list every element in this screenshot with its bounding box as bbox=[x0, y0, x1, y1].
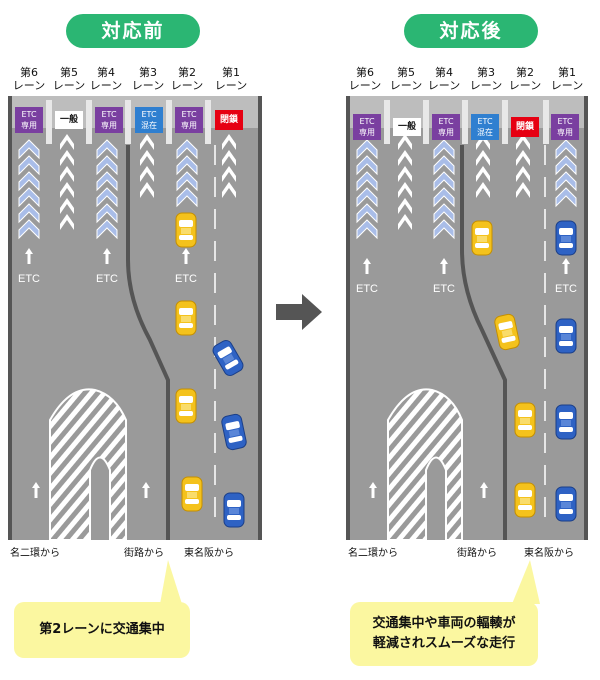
origin-label-left: 名二環から bbox=[348, 548, 398, 559]
road-edge bbox=[8, 96, 12, 540]
car-blue bbox=[555, 220, 577, 256]
etc-road-marking: ETC bbox=[96, 273, 118, 285]
road-surface bbox=[346, 96, 588, 540]
title-before: 対応前 bbox=[66, 14, 200, 48]
hatched-zone bbox=[49, 388, 127, 541]
etc-road-marking: ETC bbox=[555, 283, 577, 295]
origin-label-right: 東名阪から bbox=[184, 548, 234, 559]
car-blue bbox=[555, 404, 577, 440]
toll-islands bbox=[384, 100, 549, 144]
hatched-zone bbox=[387, 388, 463, 541]
etc-road-marking: ETC bbox=[433, 283, 455, 295]
road-edge bbox=[584, 96, 588, 540]
car-yellow bbox=[514, 402, 536, 438]
callout-after-line2: 軽減されスムーズな走行 bbox=[372, 636, 516, 651]
panel-before: ETC ETC ETC bbox=[8, 96, 262, 541]
booth-sign: 一般 bbox=[55, 111, 83, 129]
callout-tail bbox=[160, 560, 182, 604]
car-yellow bbox=[514, 482, 536, 518]
booth-sign-closed: 閉鎖 bbox=[511, 117, 539, 137]
car-blue bbox=[555, 486, 577, 522]
callout-before-text: 第2レーンに交通集中 bbox=[39, 622, 165, 637]
car-yellow bbox=[175, 300, 197, 336]
callout-after-line1: 交通集中や車両の輻輳が bbox=[372, 616, 516, 631]
title-after: 対応後 bbox=[404, 14, 538, 48]
car-blue bbox=[223, 492, 245, 528]
road-edge bbox=[258, 96, 262, 540]
etc-road-marking: ETC bbox=[18, 273, 40, 285]
divider-line bbox=[126, 145, 170, 540]
car-yellow bbox=[175, 388, 197, 424]
origin-label-left: 名二環から bbox=[10, 548, 60, 559]
origin-label-middle: 街路から bbox=[124, 548, 164, 559]
toll-islands bbox=[46, 100, 211, 144]
callout-tail bbox=[512, 560, 540, 604]
arrow-right-icon bbox=[276, 294, 322, 330]
etc-road-marking: ETC bbox=[175, 273, 197, 285]
booth-sign-closed: 閉鎖 bbox=[215, 110, 243, 130]
origin-label-middle: 街路から bbox=[457, 548, 497, 559]
callout-after: 交通集中や車両の輻輳が 軽減されスムーズな走行 bbox=[350, 602, 538, 666]
car-yellow bbox=[175, 212, 197, 248]
callout-before: 第2レーンに交通集中 bbox=[14, 602, 190, 658]
car-yellow bbox=[471, 220, 493, 256]
panel-after: ETC ETC ETC bbox=[346, 96, 588, 541]
car-yellow bbox=[181, 476, 203, 512]
road-edge bbox=[346, 96, 350, 540]
booth-sign: 一般 bbox=[393, 118, 421, 136]
divider-line bbox=[460, 145, 507, 540]
etc-road-marking: ETC bbox=[356, 283, 378, 295]
origin-label-right: 東名阪から bbox=[524, 548, 574, 559]
car-blue bbox=[555, 318, 577, 354]
